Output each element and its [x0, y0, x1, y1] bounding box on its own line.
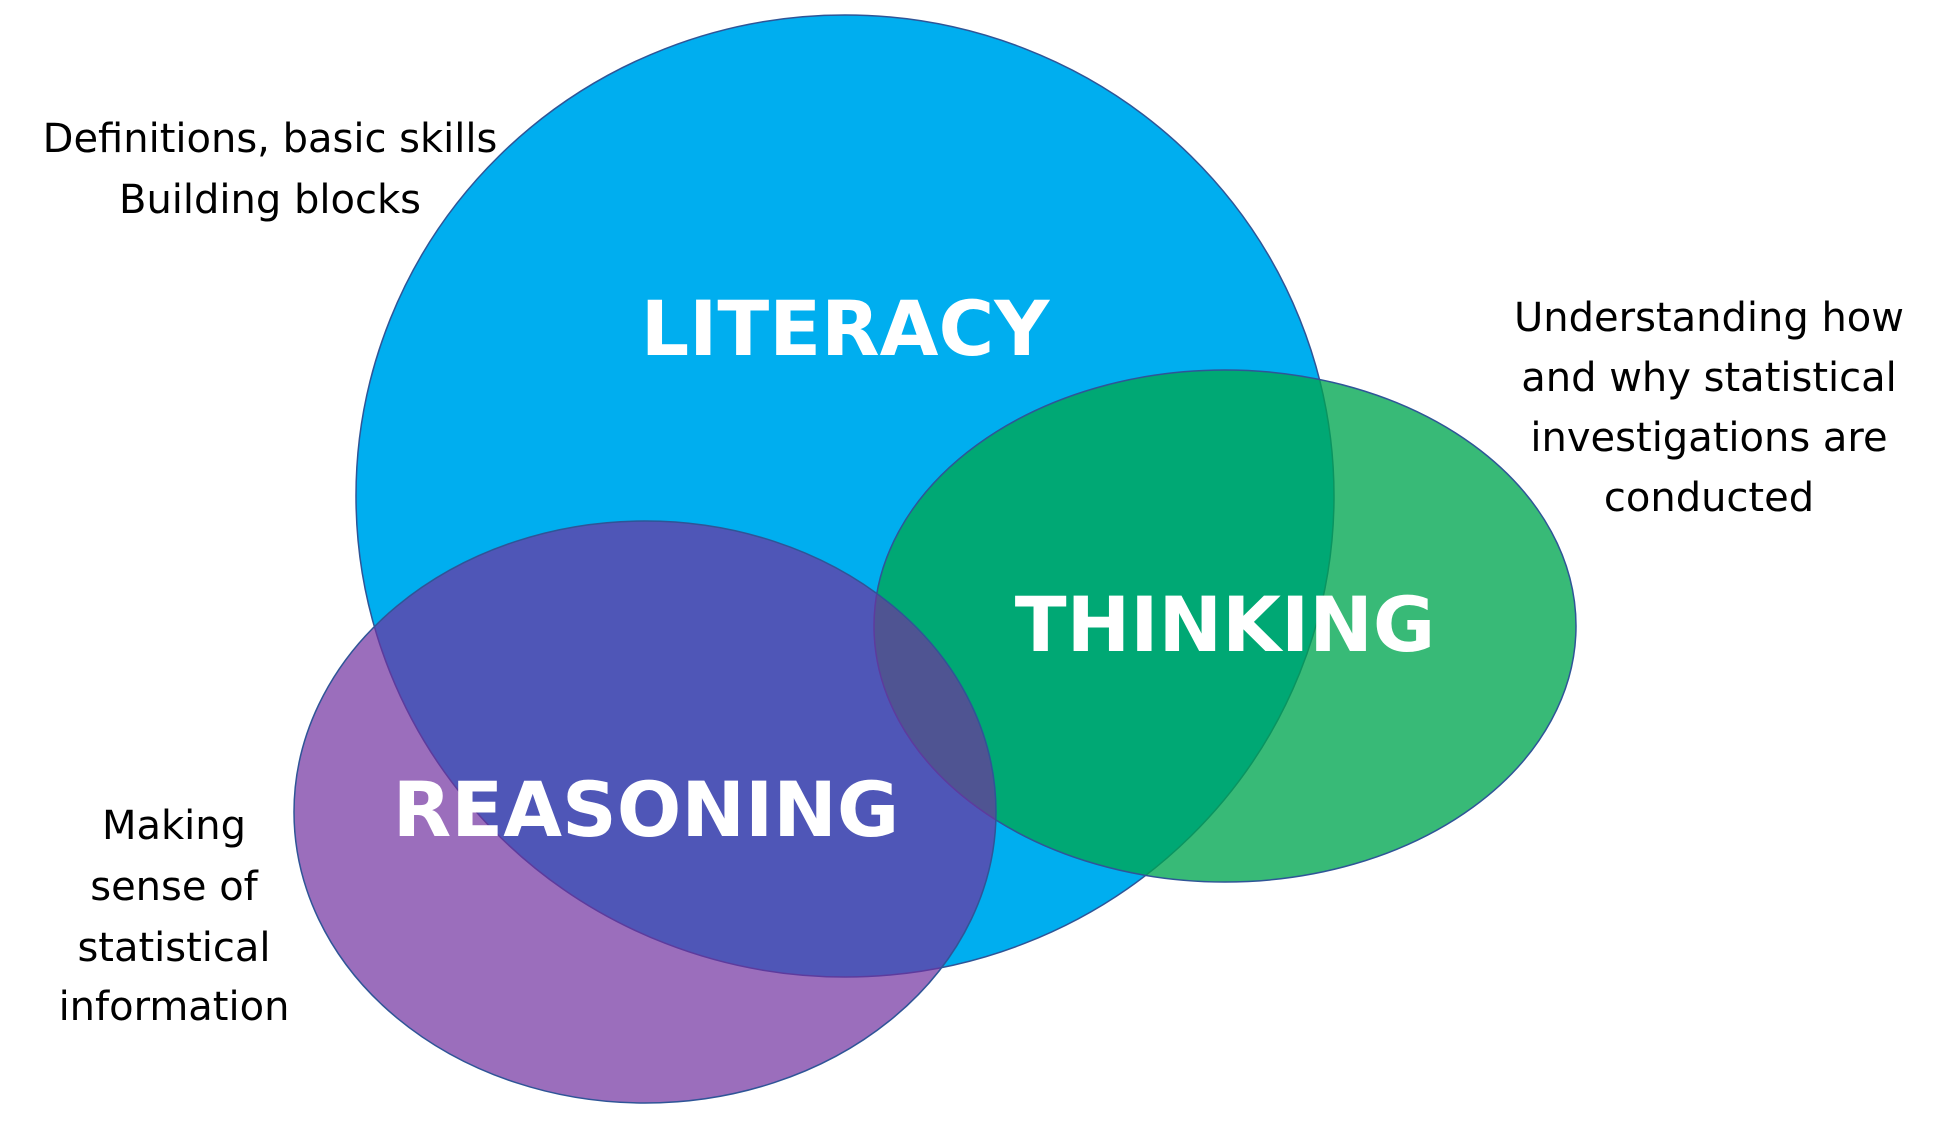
reasoning-ellipse	[293, 520, 997, 1104]
thinking-annotation-line: Understanding how	[1514, 295, 1904, 341]
reasoning-annotation-line: information	[59, 984, 290, 1030]
thinking-annotation-line: conducted	[1604, 475, 1814, 521]
reasoning-annotation-line: Making	[102, 803, 246, 849]
reasoning-annotation-line: statistical	[77, 925, 270, 971]
reasoning-annotation: Making sense of statistical information	[59, 803, 290, 1030]
thinking-annotation-line: investigations are	[1530, 415, 1887, 461]
thinking-annotation: Understanding how and why statistical in…	[1514, 295, 1904, 521]
thinking-label: THINKING	[1015, 580, 1436, 669]
literacy-label: LITERACY	[641, 284, 1051, 373]
reasoning-label: REASONING	[393, 765, 899, 854]
literacy-annotation-line: Building blocks	[119, 177, 421, 223]
thinking-annotation-line: and why statistical	[1521, 355, 1897, 401]
reasoning-annotation-line: sense of	[90, 864, 258, 910]
literacy-annotation-line: Definitions, basic skills	[43, 116, 498, 162]
literacy-annotation: Definitions, basic skills Building block…	[43, 116, 498, 223]
